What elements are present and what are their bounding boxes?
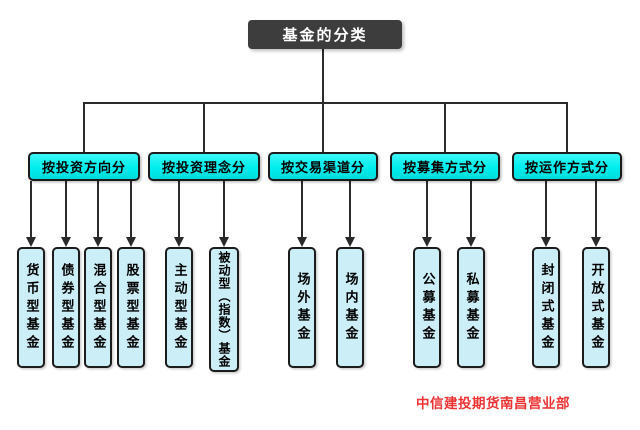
leaf-label: 货币型基金	[23, 262, 39, 353]
category-label: 按交易渠道分	[280, 161, 365, 176]
leaf-node-passive-index-fund: 被动型（指数）基金	[209, 247, 239, 372]
leaf-node-hybrid-fund: 混合型基金	[84, 247, 112, 368]
leaf-label: 场内基金	[342, 271, 358, 344]
leaf-label: 主动型基金	[171, 262, 187, 353]
leaf-node-public-fund: 公募基金	[413, 247, 441, 368]
watermark-text: 中信建投期货南昌营业部	[416, 396, 570, 412]
leaf-node-private-fund: 私募基金	[457, 247, 485, 368]
leaf-label: 公募基金	[419, 271, 435, 344]
leaf-label: 封闭式基金	[538, 262, 554, 353]
category-node-by-operation-mode: 按运作方式分	[512, 152, 622, 181]
category-node-by-trading-channel: 按交易渠道分	[268, 152, 378, 181]
leaf-node-exchange-traded-fund: 场内基金	[336, 247, 364, 368]
root-node-fund-classification: 基金的分类	[248, 20, 402, 49]
category-label: 按募集方式分	[402, 161, 487, 176]
leaf-node-closed-end-fund: 封闭式基金	[532, 247, 560, 368]
category-node-by-fundraising-method: 按募集方式分	[390, 152, 500, 181]
root-node-label: 基金的分类	[282, 26, 368, 44]
leaf-label: 股票型基金	[123, 262, 139, 353]
leaf-label: 开放式基金	[588, 262, 604, 353]
arrowheads	[26, 237, 601, 247]
category-node-by-investment-philosophy: 按投资理念分	[148, 152, 260, 181]
leaf-node-otc-fund: 场外基金	[288, 247, 316, 368]
leaf-label: 被动型（指数）基金	[217, 251, 231, 368]
category-label: 按运作方式分	[524, 161, 609, 176]
leaf-label: 场外基金	[294, 271, 310, 344]
category-node-by-investment-direction: 按投资方向分	[28, 152, 140, 181]
leaf-node-bond-fund: 债券型基金	[52, 247, 80, 368]
leaf-label: 混合型基金	[90, 262, 106, 353]
category-label: 按投资方向分	[41, 161, 126, 176]
leaf-label: 私募基金	[463, 271, 479, 344]
category-label: 按投资理念分	[161, 161, 246, 176]
leaf-node-equity-fund: 股票型基金	[117, 247, 145, 368]
leaf-node-active-fund: 主动型基金	[165, 247, 193, 368]
leaf-node-open-end-fund: 开放式基金	[582, 247, 610, 368]
leaf-node-money-fund: 货币型基金	[17, 247, 45, 368]
leaf-label: 债券型基金	[58, 262, 74, 353]
